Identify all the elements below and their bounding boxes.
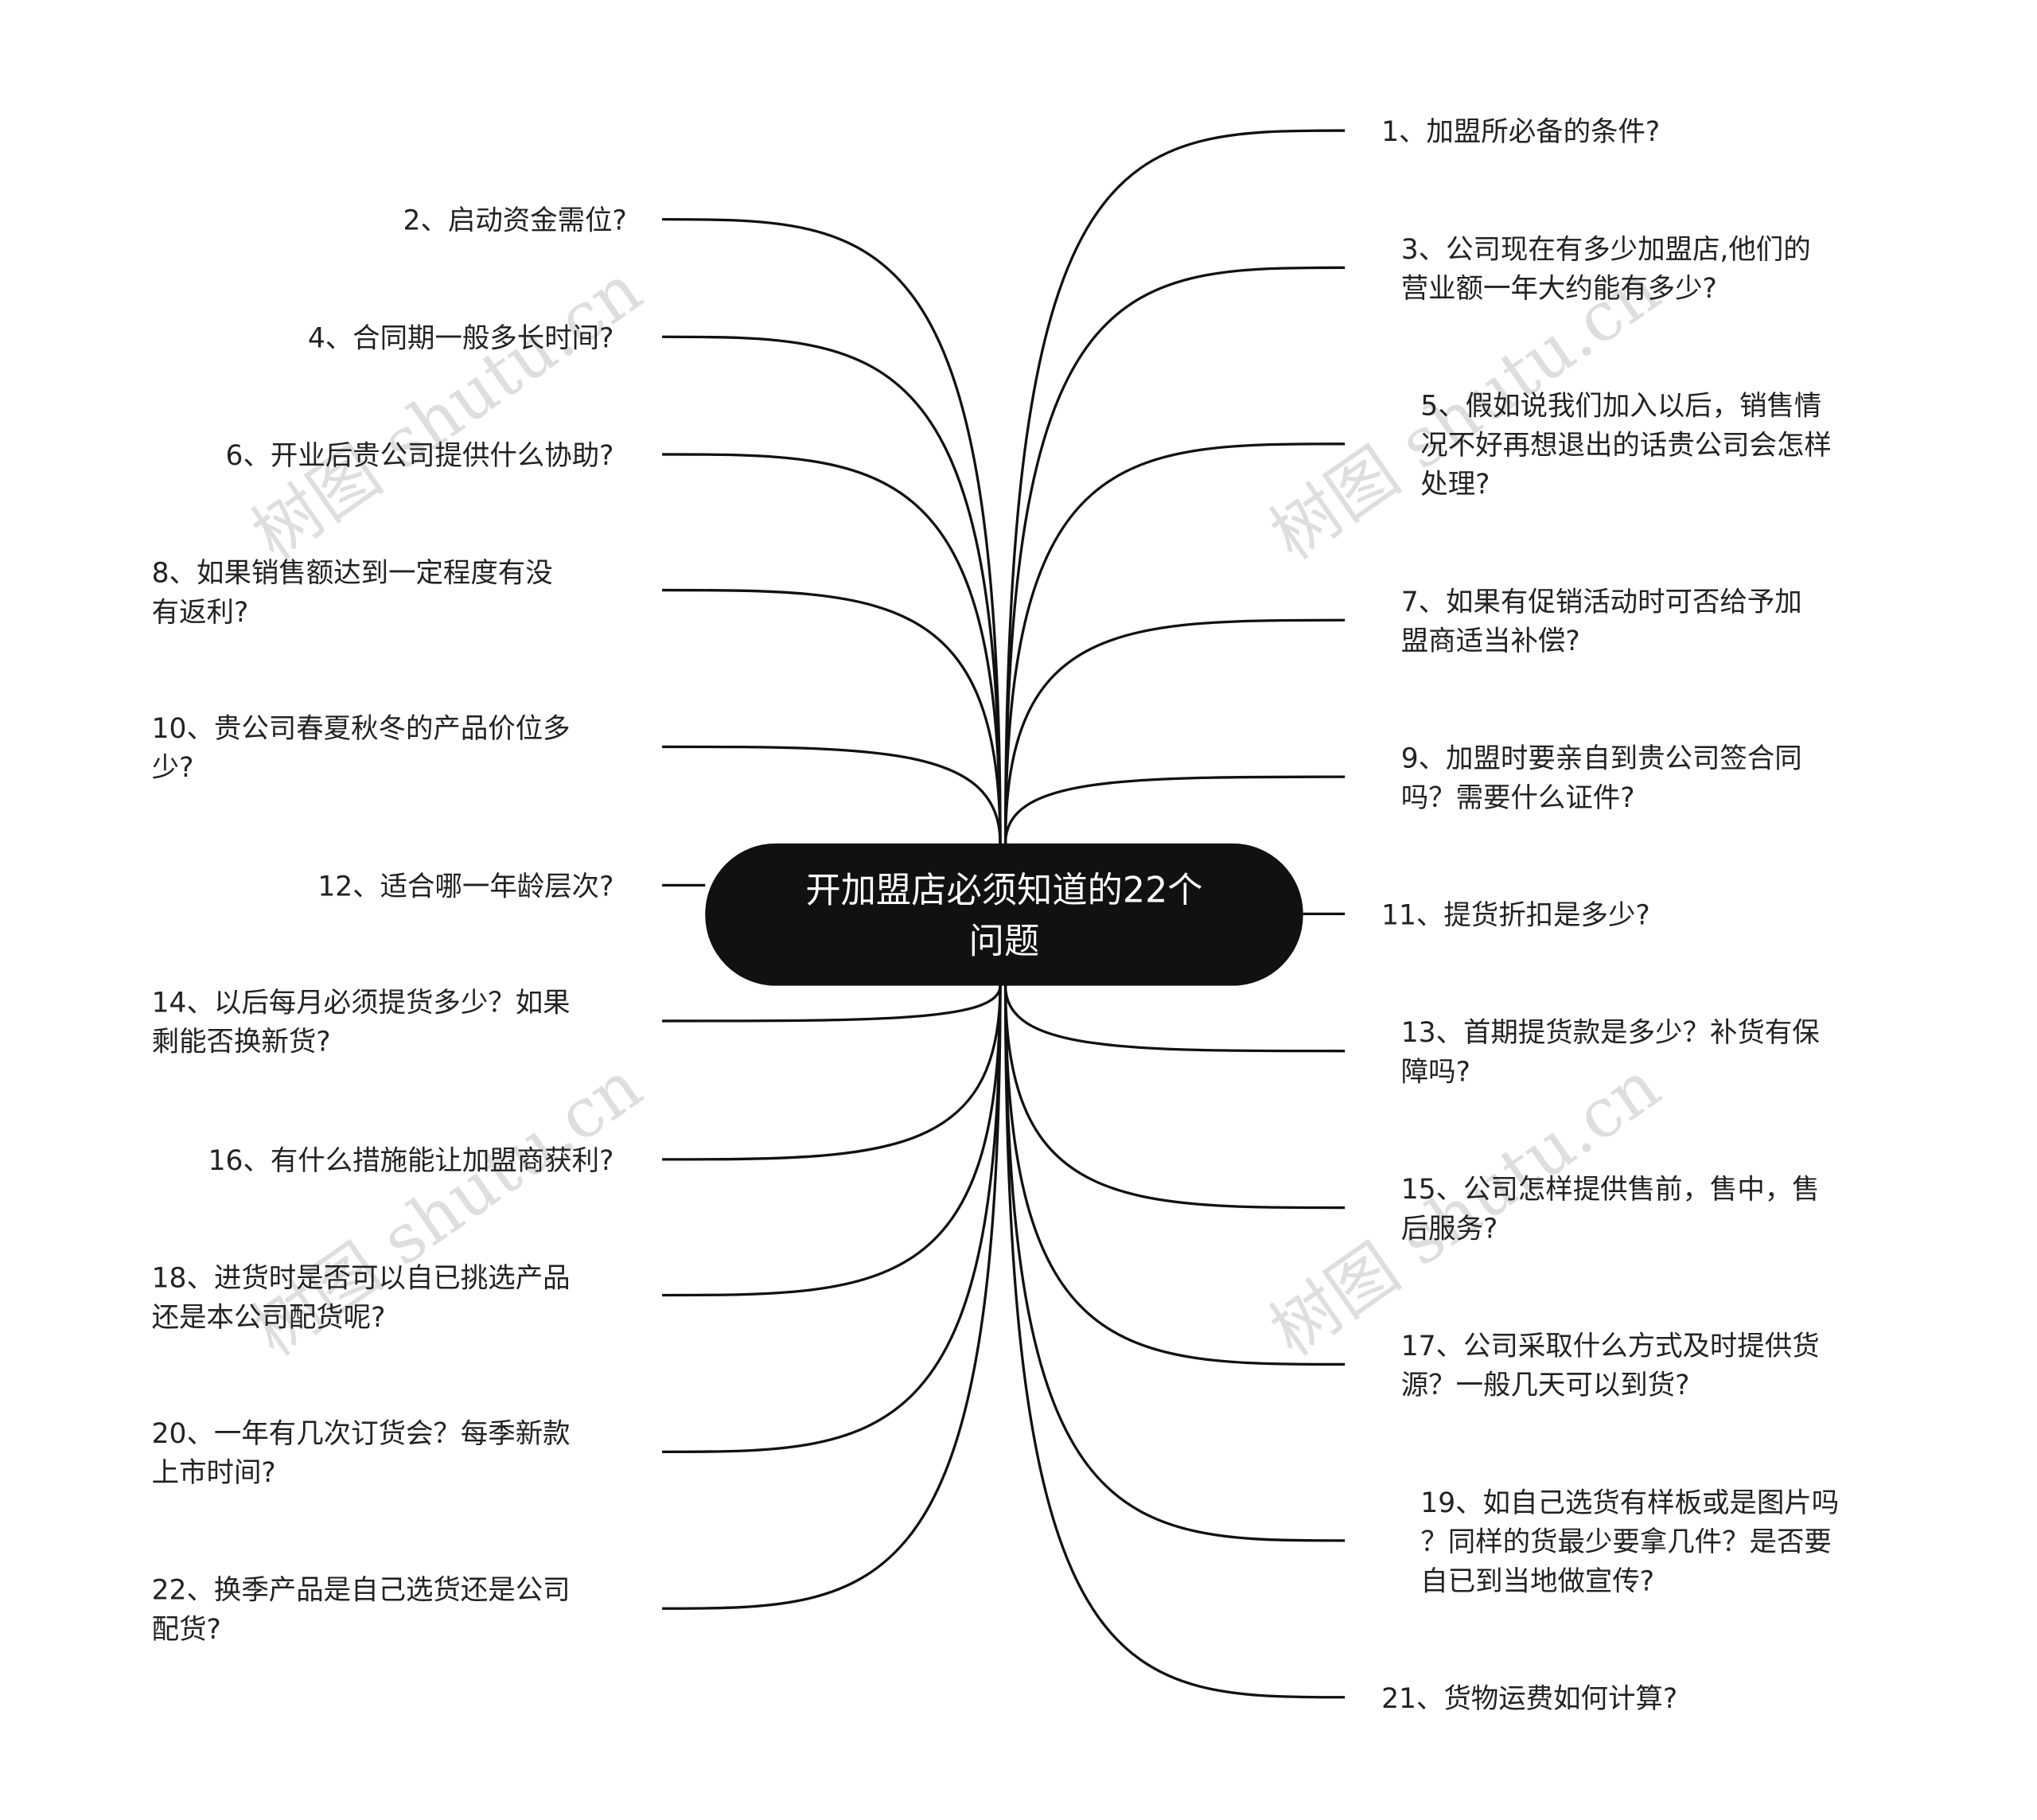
topic-item[interactable]: 2、启动资金需位? bbox=[403, 205, 627, 237]
branch-line bbox=[1003, 985, 1346, 1210]
topic-label-line: 12、适合哪一年龄层次? bbox=[317, 871, 613, 902]
topic-label-line: 9、加盟时要亲自到贵公司签合同 bbox=[1401, 743, 1802, 775]
topic-label-line: 剩能否换新货? bbox=[152, 1027, 331, 1058]
topic-label-line: 吗？需要什么证件? bbox=[1401, 782, 1635, 814]
topic-label-line: 3、公司现在有多少加盟店,他们的 bbox=[1401, 234, 1811, 266]
central-topic-line-1: 开加盟店必须知道的22个 bbox=[805, 871, 1202, 911]
topic-label-line: 配货? bbox=[152, 1614, 221, 1646]
branch-line bbox=[662, 985, 1002, 1297]
topic-label-line: 况不好再想退出的话贵公司会怎样 bbox=[1420, 430, 1832, 462]
topic-label-line: 营业额一年大约能有多少? bbox=[1401, 273, 1717, 305]
topic-item[interactable]: 21、货物运费如何计算? bbox=[1381, 1683, 1677, 1715]
topic-label-line: 盟商适当补偿? bbox=[1401, 626, 1580, 657]
topic-label-line: 6、开业后贵公司提供什么协助? bbox=[226, 440, 614, 472]
branch-lines bbox=[662, 129, 1346, 1699]
topic-label-line: 少? bbox=[152, 752, 194, 784]
branch-line bbox=[1003, 129, 1346, 844]
topic-label-line: 19、如自己选货有样板或是图片吗 bbox=[1420, 1487, 1839, 1519]
branch-line bbox=[1003, 985, 1346, 1542]
watermark: 树图 shutu.cn bbox=[239, 250, 656, 575]
topic-label-line: 还是本公司配货呢? bbox=[152, 1302, 386, 1334]
topic-label-line: 2、启动资金需位? bbox=[403, 205, 627, 237]
topic-item[interactable]: 16、有什么措施能让加盟商获利? bbox=[208, 1145, 614, 1177]
topic-label-line: 18、进货时是否可以自已挑选产品 bbox=[152, 1263, 571, 1295]
watermark: 树图 shutu.cn bbox=[1257, 1046, 1674, 1371]
topic-item[interactable]: 12、适合哪一年龄层次? bbox=[317, 871, 613, 902]
branch-line bbox=[662, 588, 1002, 844]
topic-label-line: 21、货物运费如何计算? bbox=[1381, 1683, 1677, 1715]
branch-line bbox=[1003, 985, 1346, 1699]
topic-label-line: 1、加盟所必备的条件? bbox=[1381, 116, 1660, 148]
topic-label-line: 17、公司采取什么方式及时提供货 bbox=[1401, 1331, 1820, 1362]
topic-item[interactable]: 11、提货折扣是多少? bbox=[1381, 900, 1650, 932]
topic-item[interactable]: 1、加盟所必备的条件? bbox=[1381, 116, 1660, 148]
topic-label-line: 5、假如说我们加入以后，销售情 bbox=[1420, 391, 1821, 423]
topic-label-line: 22、换季产品是自己选货还是公司 bbox=[152, 1575, 571, 1607]
topic-label-line: 11、提货折扣是多少? bbox=[1381, 900, 1650, 932]
topic-label-line: 障吗? bbox=[1401, 1056, 1470, 1088]
topic-label-line: 4、合同期一般多长时间? bbox=[308, 322, 614, 354]
topic-label-line: 16、有什么措施能让加盟商获利? bbox=[208, 1145, 614, 1177]
topic-labels: 1、加盟所必备的条件? 2、启动资金需位? 3、公司现在有多少加盟店,他们的营业额一… bbox=[152, 116, 1840, 1715]
topic-label-line: 20、一年有几次订货会？每季新款 bbox=[152, 1418, 571, 1450]
branch-line bbox=[1003, 985, 1346, 1366]
topic-label-line: 后服务? bbox=[1401, 1213, 1498, 1245]
topic-label-line: 8、如果销售额达到一定程度有没 bbox=[152, 558, 553, 590]
branch-line bbox=[1003, 442, 1346, 844]
topic-label-line: 处理? bbox=[1420, 469, 1490, 501]
topic-label-line: 10、贵公司春夏秋冬的产品价位多 bbox=[152, 713, 571, 745]
topic-label-line: 13、首期提货款是多少？补货有保 bbox=[1401, 1017, 1820, 1049]
topic-label-line: 15、公司怎样提供售前，售中，售 bbox=[1401, 1174, 1820, 1206]
topic-item[interactable]: 4、合同期一般多长时间? bbox=[308, 322, 614, 354]
topic-label-line: 上市时间? bbox=[152, 1457, 276, 1489]
topic-label-line: 7、如果有促销活动时可否给予加 bbox=[1401, 587, 1802, 618]
branch-line bbox=[662, 985, 1002, 1453]
branch-line bbox=[1003, 266, 1346, 844]
branch-line bbox=[1003, 618, 1346, 844]
branch-line bbox=[662, 335, 1002, 844]
central-topic[interactable]: 开加盟店必须知道的22个 问题 bbox=[705, 843, 1303, 986]
branch-line bbox=[662, 985, 1002, 1161]
central-topic-bubble bbox=[705, 843, 1303, 986]
branch-line bbox=[662, 985, 1002, 1023]
topic-label-line: 源？一般几天可以到货? bbox=[1401, 1370, 1690, 1401]
topic-label-line: 有返利? bbox=[152, 597, 249, 629]
branch-line bbox=[662, 985, 1002, 1610]
branch-line bbox=[1003, 775, 1346, 844]
topic-label-line: ？同样的货最少要拿几件？是否要 bbox=[1420, 1526, 1832, 1558]
branch-line bbox=[662, 745, 1002, 844]
branch-line bbox=[1003, 985, 1346, 1053]
branch-line bbox=[662, 453, 1002, 844]
topic-label-line: 自已到当地做宣传? bbox=[1420, 1565, 1654, 1597]
topic-item[interactable]: 6、开业后贵公司提供什么协助? bbox=[226, 440, 614, 472]
topic-label-line: 14、以后每月必须提货多少？如果 bbox=[152, 987, 571, 1019]
branch-line bbox=[662, 217, 1002, 844]
central-topic-line-2: 问题 bbox=[969, 922, 1040, 962]
